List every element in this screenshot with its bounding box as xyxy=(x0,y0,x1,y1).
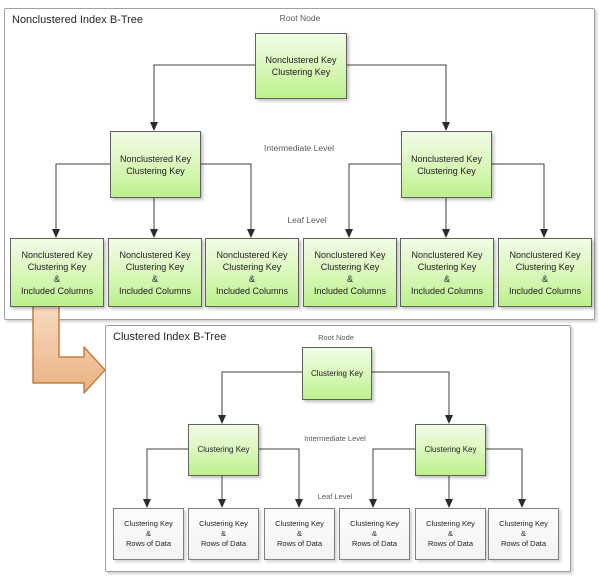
c-root-node: Clustering Key xyxy=(302,347,372,400)
nc-leaf-node: Nonclustered Key Clustering Key & Includ… xyxy=(498,238,592,307)
c-leaf-node: Clustering Key & Rows of Data xyxy=(188,508,259,560)
nc-intermediate-level-label: Intermediate Level xyxy=(264,143,334,153)
c-intermediate-node: Clustering Key xyxy=(415,424,486,476)
nc-leaf-level-label: Leaf Level xyxy=(287,215,327,225)
c-root-level-label: Root Node xyxy=(318,333,354,342)
c-leaf-node: Clustering Key & Rows of Data xyxy=(488,508,559,560)
c-intermediate-level-label: Intermediate Level xyxy=(304,434,366,443)
nc-intermediate-node: Nonclustered Key Clustering Key xyxy=(110,131,201,198)
nc-root-level-label: Root Node xyxy=(279,13,321,23)
nc-leaf-node: Nonclustered Key Clustering Key & Includ… xyxy=(108,238,202,307)
c-leaf-node: Clustering Key & Rows of Data xyxy=(264,508,335,560)
nc-leaf-node: Nonclustered Key Clustering Key & Includ… xyxy=(400,238,494,307)
c-leaf-node: Clustering Key & Rows of Data xyxy=(339,508,410,560)
nc-intermediate-node: Nonclustered Key Clustering Key xyxy=(401,131,492,198)
nc-leaf-node: Nonclustered Key Clustering Key & Includ… xyxy=(10,238,104,307)
nc-leaf-node: Nonclustered Key Clustering Key & Includ… xyxy=(205,238,299,307)
c-intermediate-node: Clustering Key xyxy=(188,424,259,476)
c-leaf-node: Clustering Key & Rows of Data xyxy=(113,508,184,560)
c-leaf-level-label: Leaf Level xyxy=(317,492,353,501)
c-leaf-node: Clustering Key & Rows of Data xyxy=(415,508,486,560)
clustered-title: Clustered Index B-Tree xyxy=(113,331,227,343)
nc-leaf-node: Nonclustered Key Clustering Key & Includ… xyxy=(303,238,397,307)
nonclustered-title: Nonclustered Index B-Tree xyxy=(12,14,144,26)
nc-root-node: Nonclustered Key Clustering Key xyxy=(255,33,347,99)
